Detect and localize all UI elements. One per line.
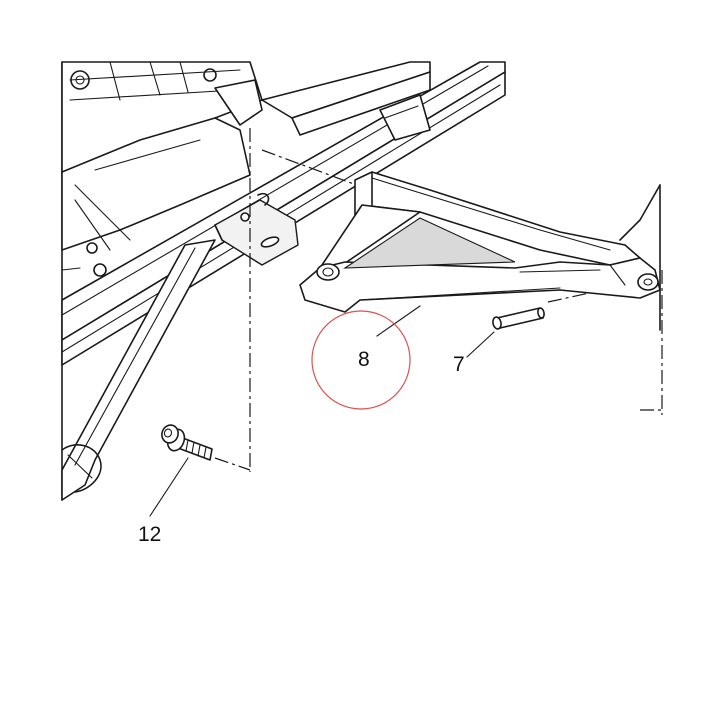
frame-tube-lower	[61, 239, 216, 501]
a-arm-part-8	[299, 171, 661, 331]
leader-line-8	[376, 305, 421, 337]
leader-line-7	[466, 331, 495, 358]
callout-label-8: 8	[358, 348, 370, 371]
callout-label-7: 7	[453, 353, 465, 376]
chassis-frame	[61, 61, 263, 501]
frame-tube-upper	[261, 61, 431, 141]
pin-part-7	[492, 307, 545, 330]
mounting-bracket	[214, 192, 299, 266]
bolt-part-12	[161, 424, 213, 461]
callout-8-highlight-circle	[311, 310, 411, 410]
leader-line-12	[149, 457, 189, 517]
callout-label-12: 12	[138, 523, 161, 546]
leader-lines	[149, 305, 495, 517]
